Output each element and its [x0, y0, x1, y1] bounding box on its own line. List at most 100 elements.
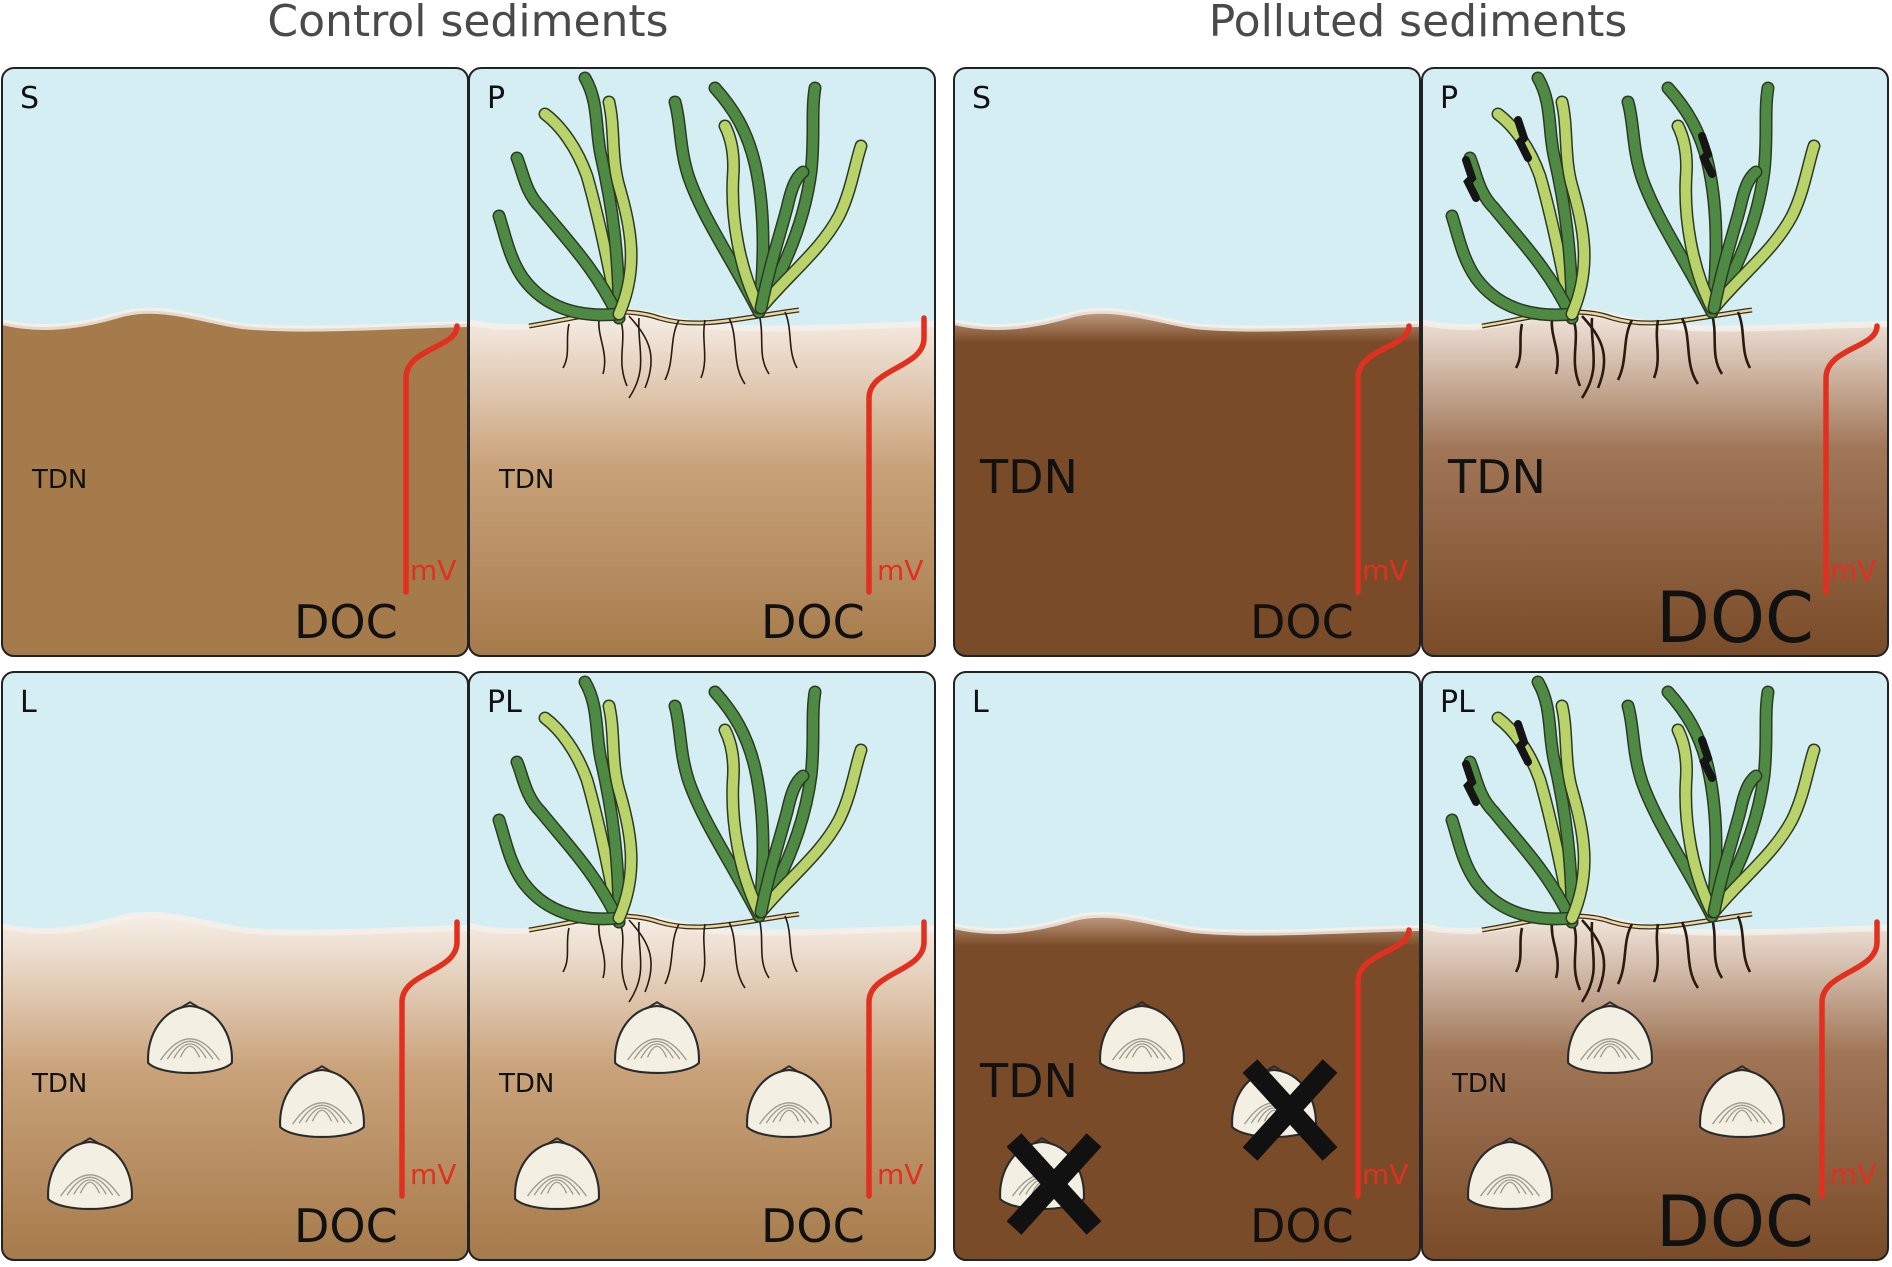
sediment — [954, 310, 1420, 656]
necrotic-tip — [1698, 132, 1716, 178]
root — [1580, 921, 1596, 1003]
doc-label: DOC — [1250, 1199, 1354, 1253]
clam-growth-line — [173, 1043, 207, 1059]
panel-frame — [1421, 671, 1889, 1261]
clam-growth-line — [627, 1038, 687, 1061]
seagrass-icon — [1445, 675, 1821, 1003]
leaf — [756, 167, 808, 313]
root — [598, 921, 606, 979]
sediment-surface — [953, 307, 1421, 332]
clam-growth-line — [160, 1038, 220, 1061]
leaf — [710, 83, 769, 317]
root — [1514, 323, 1524, 369]
doc-label: DOC — [1250, 595, 1354, 649]
tdn-label: TDN — [498, 1069, 554, 1099]
clam-growth-line — [546, 1181, 568, 1194]
clam-growth-line — [311, 1109, 333, 1122]
clam-hinge — [647, 1001, 667, 1009]
seagrass-icon — [492, 675, 868, 1003]
title-control: Control sediments — [267, 0, 668, 47]
leaf — [604, 701, 637, 923]
root — [1680, 921, 1700, 989]
clam-growth-line — [1586, 1040, 1634, 1060]
leaf — [1493, 713, 1577, 927]
redox-profile-line — [866, 315, 927, 595]
clam-growth-line — [640, 1043, 674, 1059]
clam-growth-line — [778, 1109, 800, 1122]
leaf — [1557, 97, 1590, 319]
sediment-surface — [1, 307, 469, 332]
necrotic-tip — [1462, 760, 1480, 806]
necrotic-tip — [1462, 156, 1480, 202]
root — [1514, 927, 1524, 973]
clam-hinge — [779, 1065, 799, 1073]
clam-growth-line — [540, 1179, 574, 1195]
clam-growth-line — [1493, 1179, 1527, 1195]
root — [664, 923, 680, 985]
leaf — [670, 97, 764, 317]
redox-profile-line — [1355, 927, 1412, 1199]
root — [664, 319, 680, 381]
clam-growth-line — [292, 1102, 352, 1125]
panel-frame — [1421, 67, 1889, 657]
mv-label: mV — [410, 554, 456, 587]
clam-growth-line — [1499, 1181, 1521, 1194]
clam-growth-line — [179, 1045, 201, 1058]
cross-mark-icon — [1242, 1059, 1338, 1161]
leaf — [1673, 121, 1717, 313]
leaf — [756, 83, 820, 313]
clam-hinge — [1264, 1065, 1284, 1073]
panel-label: P — [487, 81, 505, 116]
cross-stroke — [1242, 1059, 1338, 1161]
leaf — [710, 687, 769, 921]
clam-growth-line — [1593, 1043, 1627, 1059]
mv-label: mV — [1362, 1158, 1408, 1191]
leaf — [1533, 73, 1577, 323]
leaf — [494, 815, 624, 924]
leaf — [670, 701, 764, 921]
clam-growth-line — [305, 1107, 339, 1123]
leaf — [1709, 771, 1761, 917]
panel-label: PL — [1440, 685, 1475, 720]
clam-shell-icon — [279, 1065, 365, 1139]
clam-growth-line — [533, 1176, 581, 1196]
clam-hinge — [1500, 1137, 1520, 1145]
clam-shell-icon — [1699, 1065, 1785, 1139]
root — [1652, 319, 1660, 379]
clam-shell-icon — [147, 1001, 233, 1075]
leaf — [604, 97, 637, 319]
leaf — [720, 121, 764, 313]
clam-shell-icon — [47, 1137, 133, 1211]
cross-mark-icon — [1006, 1133, 1102, 1235]
root — [1616, 319, 1634, 381]
necrotic-tip — [1514, 720, 1532, 766]
leaf — [1709, 745, 1819, 917]
necrotic-tip — [1514, 116, 1532, 162]
tdn-label: TDN — [31, 1069, 87, 1099]
root — [700, 319, 706, 379]
leaf — [580, 677, 624, 927]
clam-growth-line — [60, 1174, 120, 1197]
clam-growth-line — [73, 1179, 107, 1195]
root — [628, 315, 652, 389]
clam-growth-line — [1118, 1040, 1166, 1060]
clam-shell-icon — [1099, 1001, 1185, 1075]
seagrass-icon — [492, 71, 868, 399]
panel-label: P — [1440, 81, 1458, 116]
root — [1581, 919, 1606, 993]
clam-growth-line — [1486, 1176, 1534, 1196]
mv-label: mV — [1362, 554, 1408, 587]
root — [1652, 923, 1660, 983]
doc-label: DOC — [761, 595, 865, 649]
panel-frame — [953, 67, 1421, 657]
leaf — [1493, 109, 1577, 323]
doc-label: DOC — [294, 595, 398, 649]
tdn-label: TDN — [31, 465, 87, 495]
root — [1581, 315, 1606, 389]
